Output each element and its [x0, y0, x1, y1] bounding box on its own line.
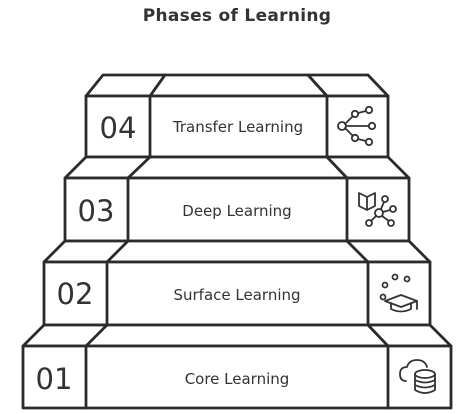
- step-4-label: Transfer Learning: [172, 118, 303, 136]
- database-icon: [399, 359, 436, 394]
- book-network-icon: [358, 192, 397, 227]
- step-2: 02 Surface Learning: [42, 239, 432, 327]
- step-3-front: [63, 176, 411, 243]
- step-3-number: 03: [78, 194, 115, 228]
- diagram-title: Phases of Learning: [142, 6, 332, 26]
- step-2-top-surface: [42, 239, 432, 264]
- step-2-number: 02: [57, 277, 94, 311]
- step-1-number: 01: [36, 362, 73, 396]
- step-2-label: Surface Learning: [173, 286, 300, 304]
- step-3-top-surface: [63, 155, 411, 180]
- step-4: 04 Transfer Learning: [84, 73, 390, 159]
- network-share-icon: [337, 105, 377, 147]
- step-3: 03 Deep Learning: [63, 155, 411, 243]
- step-1: 01 Core Learning: [21, 323, 453, 410]
- step-3-label: Deep Learning: [182, 202, 291, 220]
- step-1-label: Core Learning: [185, 370, 290, 388]
- step-1-front: [21, 344, 453, 410]
- step-4-top-surface: [84, 73, 390, 98]
- step-4-number: 04: [100, 111, 137, 145]
- graduation-cap-icon: [379, 273, 418, 313]
